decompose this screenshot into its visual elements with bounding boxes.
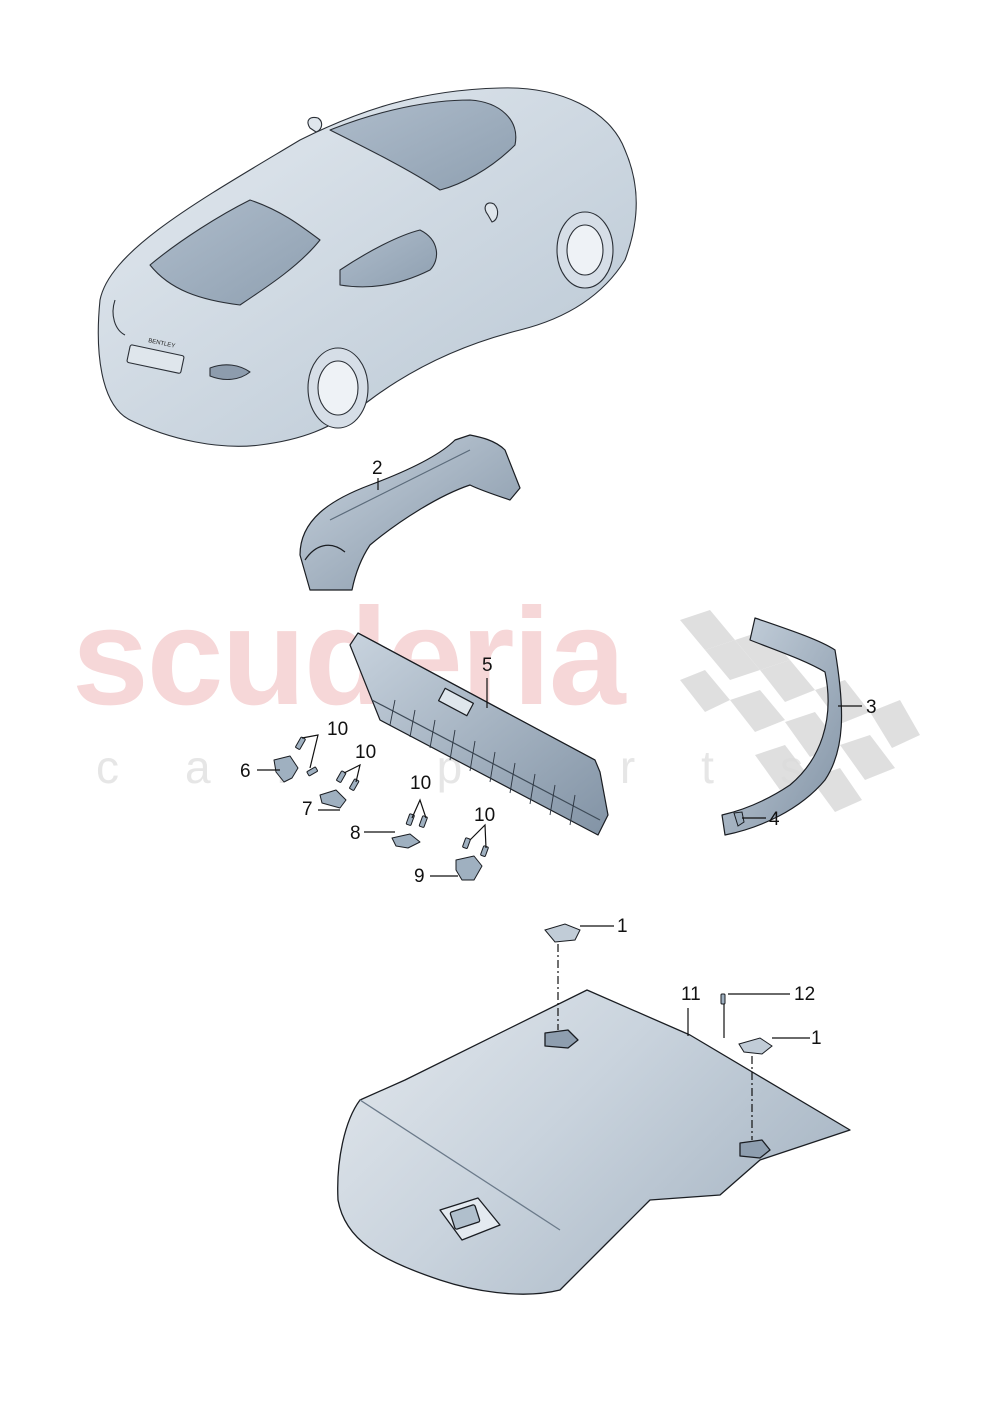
watermark-brand: scuderia bbox=[72, 580, 626, 734]
callout-10a: 10 bbox=[327, 719, 349, 740]
wheel-arch-trim-left-illustration bbox=[299, 434, 521, 591]
cover-caps-illustration bbox=[544, 923, 773, 1055]
brackets-and-screws-illustration bbox=[273, 736, 726, 1005]
callout-10b: 10 bbox=[355, 742, 377, 763]
callout-12: 12 bbox=[794, 984, 816, 1005]
loading-sill-trim-illustration bbox=[349, 632, 609, 836]
callout-5: 5 bbox=[482, 655, 493, 676]
bracket-8 bbox=[391, 833, 421, 849]
callout-3: 3 bbox=[866, 697, 877, 718]
bracket-9 bbox=[455, 855, 483, 881]
callout-10d: 10 bbox=[474, 805, 496, 826]
callout-9: 9 bbox=[414, 866, 425, 887]
luggage-floor-cover-illustration bbox=[337, 989, 851, 1295]
callout-2: 2 bbox=[372, 458, 383, 479]
wheel-arch-trim-right-illustration bbox=[721, 617, 843, 836]
leader-lines bbox=[257, 478, 862, 1140]
clip-4-illustration bbox=[733, 811, 745, 827]
callout-4: 4 bbox=[769, 809, 780, 830]
callout-6: 6 bbox=[240, 761, 251, 782]
callout-8: 8 bbox=[350, 823, 361, 844]
bracket-6 bbox=[273, 755, 299, 783]
callout-10c: 10 bbox=[410, 773, 432, 794]
car-badge-text: BENTLEY bbox=[148, 338, 176, 350]
callout-7: 7 bbox=[302, 799, 313, 820]
callout-1-right: 1 bbox=[811, 1028, 822, 1049]
car-overview-illustration bbox=[97, 87, 637, 447]
callout-1-upper: 1 bbox=[617, 916, 628, 937]
callout-11: 11 bbox=[681, 984, 701, 1005]
bracket-7 bbox=[319, 789, 347, 809]
